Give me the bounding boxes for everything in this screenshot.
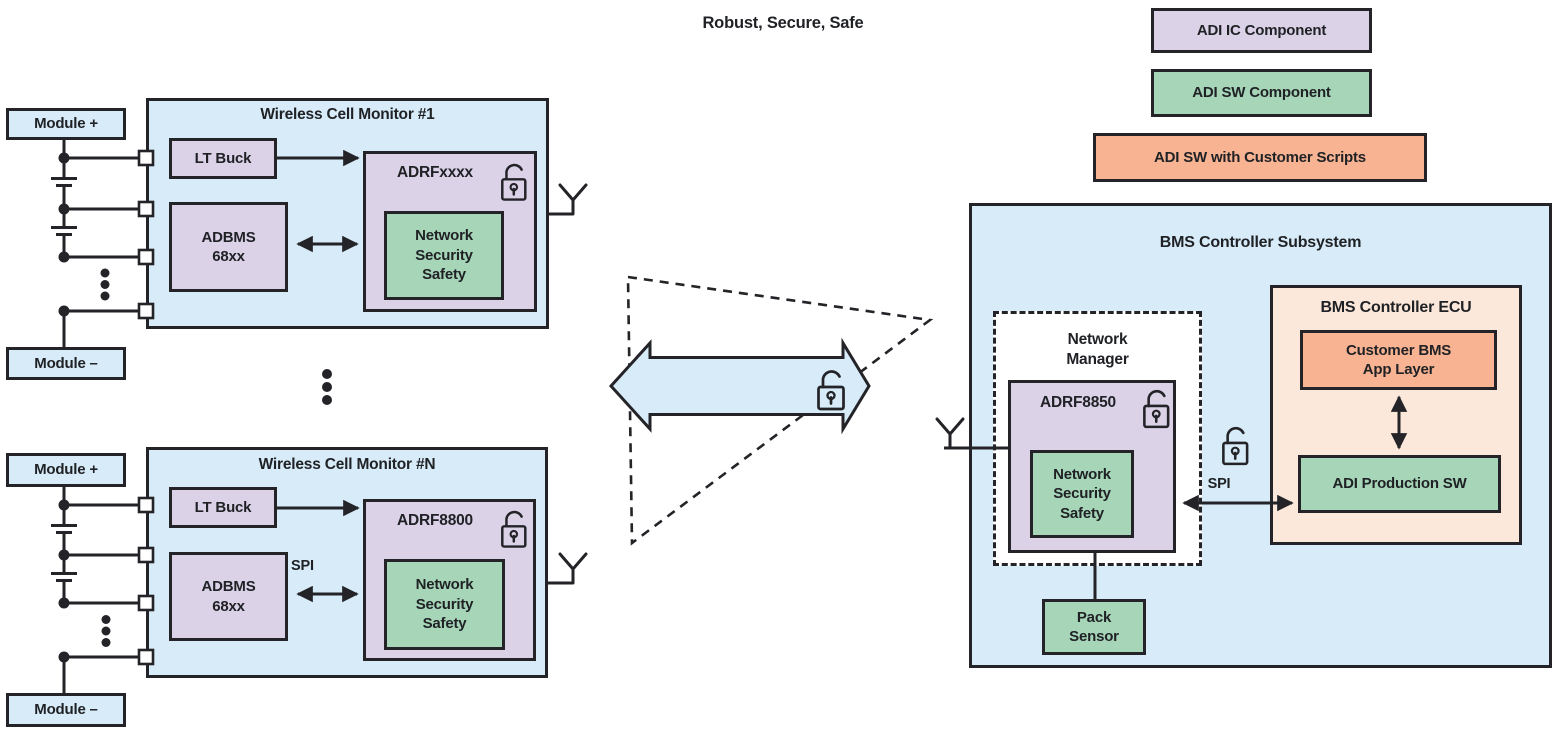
bms-controller-ecu-title: BMS Controller ECU <box>1320 299 1472 316</box>
network-manager-label: Network Manager <box>1066 331 1129 369</box>
wbms-network-label: 2.4 GHz wBMS Network <box>693 370 799 408</box>
legend-adi-ic-component: ADI IC Component <box>1151 8 1372 53</box>
network-security-safety-box-m1: Network Security Safety <box>384 211 504 300</box>
pack-sensor-box: Pack Sensor <box>1042 599 1146 655</box>
monitor-n-junction-dots <box>58 499 70 663</box>
monitor-n-title: Wireless Cell Monitor #N <box>258 456 436 473</box>
monitor-n-battery-rail <box>51 487 141 693</box>
adi-production-sw-box: ADI Production SW <box>1298 455 1501 513</box>
adbms-box-m1: ADBMS 68xx <box>169 202 288 292</box>
network-security-safety-box-manager: Network Security Safety <box>1030 450 1134 538</box>
page-title: Robust, Secure, Safe <box>702 14 864 32</box>
antenna-icon <box>558 552 588 585</box>
spi-label-mn: SPI <box>291 558 314 574</box>
customer-bms-app-layer-box: Customer BMS App Layer <box>1300 330 1497 390</box>
module-minus-box-mn: Module – <box>6 693 126 727</box>
zoom-callout-triangle <box>626 275 934 546</box>
more-cells-ellipsis-mn <box>101 615 111 647</box>
spi-label-manager: SPI <box>1207 476 1231 492</box>
adrfxxxx-label-m1: ADRFxxxx <box>397 164 473 181</box>
legend-adi-sw-customer-scripts: ADI SW with Customer Scripts <box>1093 133 1427 182</box>
adrf8850-label: ADRF8850 <box>1040 394 1116 411</box>
monitor-1-battery-rail <box>51 140 141 347</box>
adrf8800-label-mn: ADRF8800 <box>397 512 473 529</box>
lt-buck-box-mn: LT Buck <box>169 487 277 528</box>
bms-controller-subsystem-title: BMS Controller Subsystem <box>1159 234 1362 251</box>
legend-adi-sw-component: ADI SW Component <box>1151 69 1372 117</box>
monitor-1-junction-dots <box>58 152 70 317</box>
adbms-box-mn: ADBMS 68xx <box>169 552 288 641</box>
more-monitors-ellipsis <box>322 369 332 405</box>
network-security-safety-box-mn: Network Security Safety <box>384 559 505 650</box>
monitor-1-title: Wireless Cell Monitor #1 <box>260 106 435 123</box>
antenna-icon <box>558 183 588 216</box>
module-plus-box-m1: Module + <box>6 108 126 140</box>
more-cells-ellipsis-m1 <box>100 268 110 301</box>
lt-buck-box-m1: LT Buck <box>169 138 277 179</box>
module-minus-box-m1: Module – <box>6 347 126 380</box>
antenna-icon <box>935 417 965 450</box>
module-plus-box-mn: Module + <box>6 453 126 487</box>
